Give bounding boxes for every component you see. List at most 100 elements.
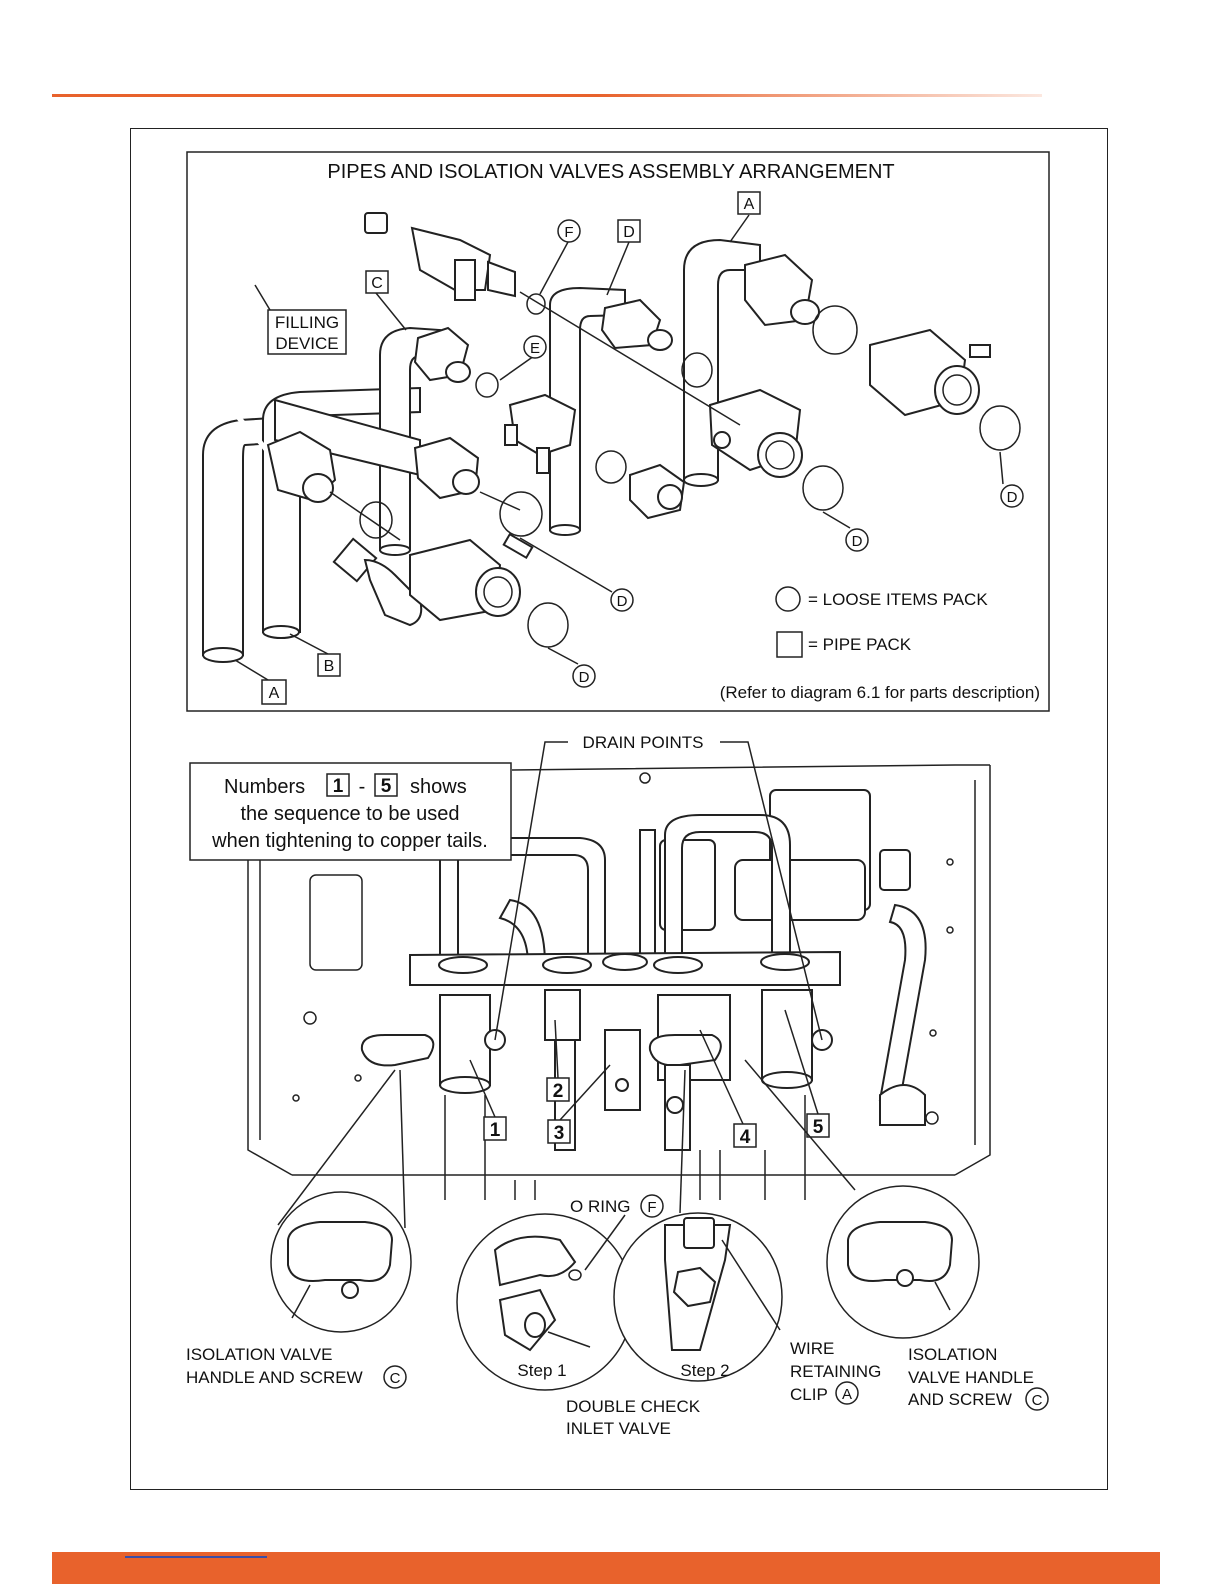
iso-right-line2: VALVE HANDLE: [908, 1368, 1034, 1387]
legend-circle-icon: [775, 586, 801, 612]
step2-label: Step 2: [680, 1361, 729, 1380]
callout-d3-circle: [610, 588, 634, 612]
blank-nut: [629, 463, 686, 520]
info-line1-prefix: Numbers: [224, 776, 305, 798]
footnote: (Refer to diagram 6.1 for parts descript…: [720, 683, 1040, 702]
info-num-end-box: [374, 773, 398, 797]
info-num-start: 1: [333, 776, 344, 797]
callout-d3: D: [617, 593, 628, 610]
boiler-casing: [247, 764, 991, 1176]
seq-2-box: [546, 1077, 570, 1102]
callout-a-top: A: [744, 196, 755, 213]
detail-step2: [613, 1069, 783, 1382]
seq-4-box: [733, 1123, 757, 1148]
iso-right-line1: ISOLATION: [908, 1345, 997, 1364]
callout-d1-circle: [1000, 484, 1024, 508]
alignment-lines: [329, 291, 741, 541]
info-num-end: 5: [381, 776, 392, 797]
sequence-leaders: [469, 1009, 819, 1125]
double-check-line1: DOUBLE CHECK: [566, 1397, 701, 1416]
seq-5-box: [806, 1113, 830, 1138]
callout-leaders: [234, 214, 1004, 681]
callout-b-box: [317, 653, 341, 677]
seq-4: 4: [740, 1127, 751, 1148]
legend-pipe-pack: = PIPE PACK: [808, 635, 912, 654]
callout-e: E: [530, 340, 540, 357]
filling-device-line1: FILLING: [275, 313, 339, 332]
callout-d2: D: [852, 533, 863, 550]
pipe-d-top: [549, 286, 673, 536]
iso-left-line2: HANDLE AND SCREW: [186, 1368, 363, 1387]
filling-device-hose: [202, 212, 516, 627]
info-num-start-box: [326, 773, 350, 797]
callout-f-circle: [557, 219, 581, 243]
mounting-plate: [409, 950, 841, 986]
wire-clip-line3: CLIP: [790, 1385, 828, 1404]
callout-d2-circle: [845, 528, 869, 552]
o-ring-label: O RING: [570, 1197, 630, 1216]
iso-right-letter-circle: [1025, 1387, 1049, 1411]
assembly-title: PIPES AND ISOLATION VALVES ASSEMBLY ARRA…: [327, 161, 894, 183]
info-line2: the sequence to be used: [240, 803, 459, 825]
seq-1-box: [483, 1116, 507, 1141]
info-dash: -: [359, 776, 366, 798]
callout-a-top-box: [737, 191, 761, 215]
valve-middle-tee: [504, 393, 577, 474]
filling-device-line2: DEVICE: [275, 334, 338, 353]
wire-clip-letter-circle: [835, 1381, 859, 1405]
header-accent-rule: [52, 94, 1042, 97]
callout-e-circle: [523, 335, 547, 359]
callout-c: C: [371, 275, 383, 292]
callout-d-top: D: [623, 224, 635, 241]
drain-points-leaders: [494, 741, 823, 1041]
iso-right-letter: C: [1032, 1392, 1043, 1409]
callout-c-box: [365, 270, 389, 294]
valve-middle-right: [708, 388, 803, 478]
detail-right-handle: [744, 1059, 980, 1339]
callout-f: F: [564, 224, 573, 241]
seq-3-box: [547, 1119, 571, 1144]
wire-clip-letter: A: [842, 1386, 852, 1403]
legend-loose-items: = LOOSE ITEMS PACK: [808, 590, 988, 609]
iso-left-letter-circle: [383, 1365, 407, 1389]
valve-1: [360, 994, 506, 1094]
callout-b: B: [324, 658, 335, 675]
pipe-c: [379, 326, 471, 556]
copper-tails: [444, 1084, 926, 1200]
double-check-line2: INLET VALVE: [566, 1419, 671, 1438]
iso-right-line3: AND SCREW: [908, 1390, 1012, 1409]
legend-square-icon: [776, 631, 803, 658]
seq-5: 5: [813, 1117, 824, 1138]
iso-left-line1: ISOLATION VALVE: [186, 1345, 332, 1364]
seq-2: 2: [553, 1081, 564, 1102]
filling-device-label-box: [267, 309, 347, 355]
callout-a-bottom: A: [269, 685, 280, 702]
wire-clip-line2: RETAINING: [790, 1362, 881, 1381]
step1-label: Step 1: [517, 1361, 566, 1380]
callout-a-bottom-box: [261, 679, 287, 705]
valve-4: [648, 994, 731, 1151]
callout-d4: D: [579, 669, 590, 686]
valve-3: [604, 1029, 641, 1111]
drain-points-label: DRAIN POINTS: [583, 733, 704, 752]
valve-front-left: [409, 532, 534, 622]
sequence-info-box: [189, 762, 512, 861]
seq-1: 1: [490, 1120, 501, 1141]
front-pipe-assembly: [266, 398, 480, 503]
callout-d1: D: [1007, 489, 1018, 506]
footer-link-underline[interactable]: [125, 1556, 267, 1558]
o-ring-letter: F: [647, 1199, 656, 1216]
callout-d4-circle: [572, 664, 596, 688]
iso-left-letter: C: [390, 1370, 401, 1387]
callout-d-top-box: [617, 219, 641, 243]
seq-3: 3: [554, 1123, 565, 1144]
pipe-a-right: [683, 238, 820, 487]
o-ring-letter-circle: [640, 1194, 664, 1218]
detail-left-handle: [270, 1069, 412, 1333]
valve-top-right: [869, 328, 991, 417]
wire-clip-line1: WIRE: [790, 1339, 834, 1358]
info-line3: when tightening to copper tails.: [211, 830, 488, 852]
loose-rings: [359, 293, 1021, 648]
figure-frame: [130, 128, 1108, 1490]
